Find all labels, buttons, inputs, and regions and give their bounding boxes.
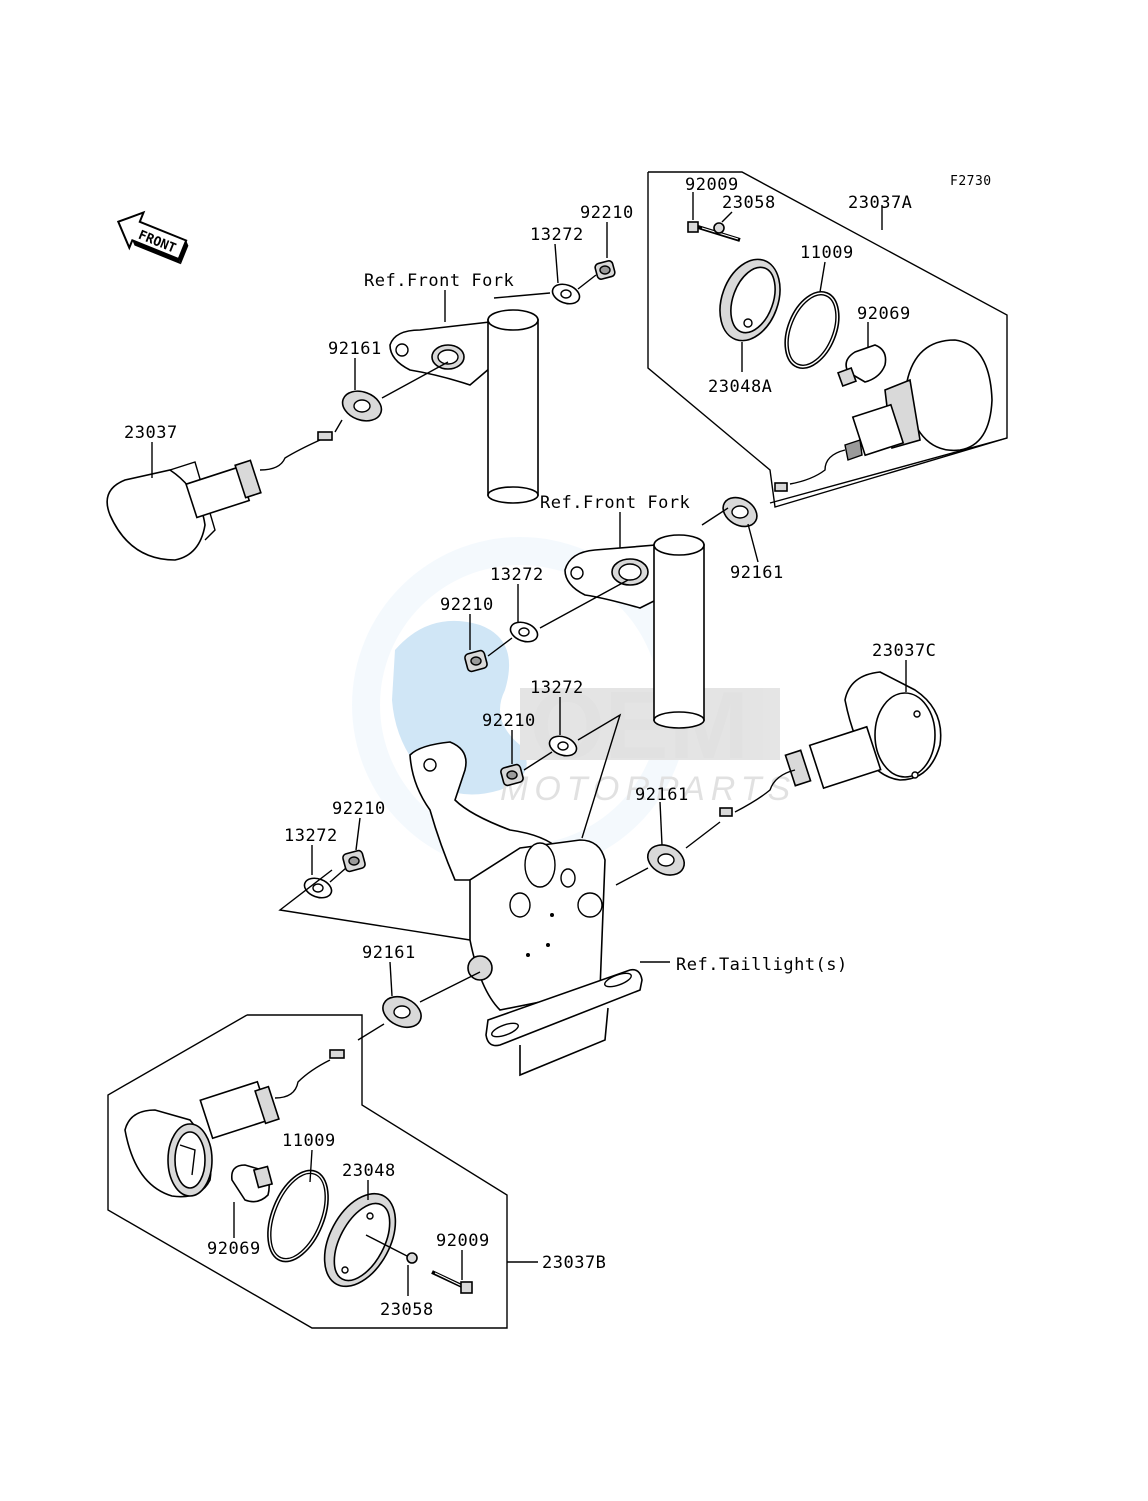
front-fork-upper: [389, 309, 539, 504]
grommet-92161-c: [646, 844, 686, 876]
label-11009-top: 11009: [800, 243, 854, 263]
figure-code: F2730: [950, 174, 992, 189]
grommet-92161-d: [382, 995, 422, 1029]
label-92161-b: 92161: [730, 563, 784, 583]
washer-23058-bottom: [406, 1252, 418, 1264]
label-92161-a: 92161: [328, 339, 382, 359]
label-92069-top: 92069: [857, 304, 911, 324]
label-13272-c: 13272: [530, 678, 584, 698]
washer-13272-d: [303, 877, 333, 899]
grommet-92161-a: [341, 390, 383, 422]
label-13272-a: 13272: [530, 225, 584, 245]
label-13272-b: 13272: [490, 565, 544, 585]
washer-13272-b: [509, 621, 539, 643]
lens-23048A: [719, 258, 781, 342]
turn-signal-23037B: [124, 1049, 345, 1198]
label-23037: 23037: [124, 423, 178, 443]
label-13272-d: 13272: [284, 826, 338, 846]
lens-23048: [323, 1192, 397, 1288]
ref-front-fork-upper: Ref.Front Fork: [364, 271, 514, 291]
label-92161-c: 92161: [635, 785, 689, 805]
ref-taillight: Ref.Taillight(s): [676, 955, 848, 975]
label-92210-c: 92210: [482, 711, 536, 731]
label-92161-d: 92161: [362, 943, 416, 963]
box-23037A-outline: [647, 171, 1008, 508]
nut-92210-b: [464, 649, 488, 673]
label-92210-a: 92210: [580, 203, 634, 223]
turn-signal-23037C: [719, 671, 942, 817]
label-92069-bottom: 92069: [207, 1239, 261, 1259]
label-23048A: 23048A: [708, 377, 772, 397]
washer-13272-a: [551, 283, 581, 305]
washer-23058-top: [713, 222, 725, 234]
label-23048: 23048: [342, 1161, 396, 1181]
front-fork-lower: [564, 534, 705, 729]
screw-92009-top: [687, 221, 741, 242]
label-23037B: 23037B: [542, 1253, 606, 1273]
gasket-11009-bottom: [267, 1169, 329, 1263]
box-23037B-outline: [107, 1014, 508, 1329]
label-23058-bottom: 23058: [380, 1300, 434, 1320]
nut-92210-a: [594, 260, 616, 280]
nut-92210-c: [500, 763, 524, 787]
label-92210-d: 92210: [332, 799, 386, 819]
front-arrow-icon: FRONT: [116, 210, 189, 265]
ref-front-fork-lower: Ref.Front Fork: [540, 493, 690, 513]
turn-signal-23037A: [774, 339, 993, 492]
turn-signal-23037: [106, 431, 333, 561]
label-23037C: 23037C: [872, 641, 936, 661]
grommet-92161-right: [722, 496, 758, 528]
label-92210-b: 92210: [440, 595, 494, 615]
bulb-92069-bottom: [230, 1164, 274, 1203]
rear-bracket: [409, 741, 643, 1077]
nut-92210-d: [342, 849, 366, 873]
bulb-92069-top: [837, 344, 887, 387]
label-11009-bottom: 11009: [282, 1131, 336, 1151]
watermark-brand: OEM: [530, 672, 749, 779]
washer-13272-c: [548, 735, 578, 757]
label-23058-top: 23058: [722, 193, 776, 213]
label-92009-bottom: 92009: [436, 1231, 490, 1251]
screw-92009-bottom: [431, 1270, 473, 1294]
watermark-subtitle: MOTORPARTS: [500, 770, 796, 808]
label-23037A: 23037A: [848, 193, 912, 213]
label-92009-top: 92009: [685, 175, 739, 195]
